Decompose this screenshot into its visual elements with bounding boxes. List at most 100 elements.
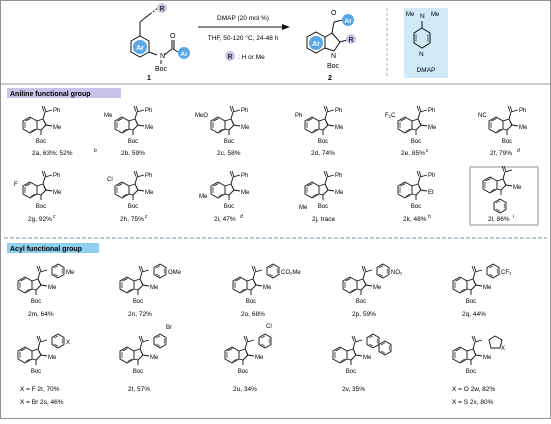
substituent-meo: MeO <box>195 113 208 119</box>
compound-2a: Ph Me Boc 2a, 63%; 52% b <box>22 105 97 157</box>
boc-label: Boc <box>356 299 366 305</box>
n-label-product: N <box>331 53 336 60</box>
substituent-me: Me <box>150 355 159 361</box>
compound-2d: Ph Ph Me Boc 2d, 74% <box>295 105 344 157</box>
footnote-2h: c <box>145 214 148 220</box>
footnote-2l: i <box>513 214 515 220</box>
product-number: 2 <box>328 75 332 82</box>
substituent-ph: Ph <box>519 108 526 114</box>
compound-2h: Cl Ph Me Boc 2h, 75% c <box>107 170 154 223</box>
substituent-me: Me <box>145 190 154 196</box>
r-marker-product <box>346 34 356 44</box>
substituent-me-ring: Me <box>104 113 113 119</box>
substituent-me: Me <box>48 285 57 291</box>
substituent-me: Me <box>255 355 264 361</box>
substituent-me: Me <box>48 355 57 361</box>
footnote-2f: d <box>517 148 520 154</box>
acyl-section-title: Acyl functional group <box>10 246 82 253</box>
substituent-ph: Ph <box>53 173 60 179</box>
substituent-f3c: F₃C <box>385 113 396 119</box>
substituent-nc: NC <box>478 113 487 119</box>
substituent-x-hetero: X <box>501 346 505 352</box>
substituent-ph: Ph <box>53 108 60 114</box>
boc-label: Boc <box>224 139 234 145</box>
substituent-cf3: CF₃ <box>501 270 512 276</box>
boc-label: Boc <box>238 369 248 375</box>
arrow-conditions-text: THF, 50-120 °C, 24-48 h <box>208 34 279 42</box>
compound-2i: Me Ph Me Boc 2i, 47% d <box>199 170 250 223</box>
yield-2s: X = Br 2s, 46% <box>20 399 64 406</box>
yield-2d: 2d, 74% <box>311 150 335 157</box>
substituent-ph: Ph <box>241 173 248 179</box>
yield-2l: 2l, 86% <box>488 216 510 223</box>
yield-2f: 2f, 79% <box>490 150 512 157</box>
ar-label-reactant: Ar <box>136 45 144 52</box>
footnote-2k: h <box>428 214 431 220</box>
compound-2b: Me Ph Me Boc 2b, 59% <box>104 105 154 157</box>
yield-2v: 2v, 35% <box>342 386 365 393</box>
substituent-me-ring: Me <box>299 205 308 211</box>
ar-marker-product <box>309 36 323 50</box>
substituent-me: Me <box>483 285 492 291</box>
yield-2o: 2o, 68% <box>241 311 265 318</box>
compound-2e: F₃C Ph Me Boc 2e, 85% c <box>385 105 437 157</box>
substituent-me: Me <box>150 285 159 291</box>
substituent-me: Me <box>145 125 154 131</box>
substituent-me: Me <box>513 185 522 191</box>
boc-label: Boc <box>224 204 234 210</box>
substituent-x: X <box>66 340 70 346</box>
heteroaryl-ring <box>488 335 503 349</box>
yield-2x: X = S 2x, 80% <box>452 399 494 406</box>
yield-2r: X = F 2r, 70% <box>20 386 60 393</box>
boc-label-reactant: Boc <box>155 66 168 73</box>
compound-2f: NC Ph Me Boc 2f, 79% d <box>478 105 528 157</box>
substituent-ph: Ph <box>335 173 342 179</box>
compound-2p: NO₂ Me Boc 2p, 59% <box>342 263 403 318</box>
dmap-me-left: Me <box>406 12 415 18</box>
substituent-ph: Ph <box>335 108 342 114</box>
substituent-cl: Cl <box>266 324 272 330</box>
substituent-me: Me <box>519 125 528 131</box>
yield-2k: 2k, 48% <box>403 216 427 223</box>
yield-2q: 2q, 44% <box>462 311 486 318</box>
boc-label: Boc <box>36 139 46 145</box>
yield-2b: 2b, 59% <box>121 150 145 157</box>
yield-2p: 2p, 59% <box>352 311 376 318</box>
substituent-me: Me <box>373 285 382 291</box>
footnote-2e: c <box>426 148 429 154</box>
substituent-ph: Ph <box>241 108 248 114</box>
boc-label: Boc <box>128 139 138 145</box>
o-label-reactant: O <box>170 33 176 40</box>
yield-2t: 2t, 57% <box>128 386 150 393</box>
yield-2m: 2m, 64% <box>28 311 54 318</box>
boc-label: Boc <box>246 299 256 305</box>
substituent-me-aryl: Me <box>66 270 75 276</box>
substituent-co2me: CO₂Me <box>281 270 301 276</box>
substituent-ome: OMe <box>168 270 182 276</box>
aniline-section-title: Aniline functional group <box>10 91 91 98</box>
r-marker-note <box>225 51 235 61</box>
boc-label: Boc <box>411 139 421 145</box>
footnote-2g: c <box>53 214 56 220</box>
compound-2k: Ph Et Boc 2k, 48% h <box>397 170 435 223</box>
compound-2u: Cl Me Boc 2u, 34% <box>224 324 272 393</box>
yield-2j: 2j, trace <box>312 216 336 223</box>
substituent-me: Me <box>241 125 250 131</box>
yield-2n: 2n, 72% <box>128 311 152 318</box>
r-label-product: R <box>348 37 353 44</box>
ar-marker-reactant <box>133 40 147 54</box>
boc-label: Boc <box>346 369 356 375</box>
substituent-me-ring: Me <box>199 194 208 200</box>
compound-2q: CF₃ Me Boc 2q, 44% <box>452 263 512 318</box>
dmap-n-label: N <box>420 13 425 20</box>
yield-2c: 2c, 58% <box>217 150 241 157</box>
compound-2j: Me Ph Me Boc 2j, trace <box>299 170 344 223</box>
boc-label: Boc <box>133 369 143 375</box>
n-label-reactant: N <box>160 53 165 60</box>
boc-label: Boc <box>133 299 143 305</box>
ar-label-acyl-product: Ar <box>344 18 352 25</box>
yield-2u: 2u, 34% <box>233 386 257 393</box>
boc-label: Boc <box>318 204 328 210</box>
